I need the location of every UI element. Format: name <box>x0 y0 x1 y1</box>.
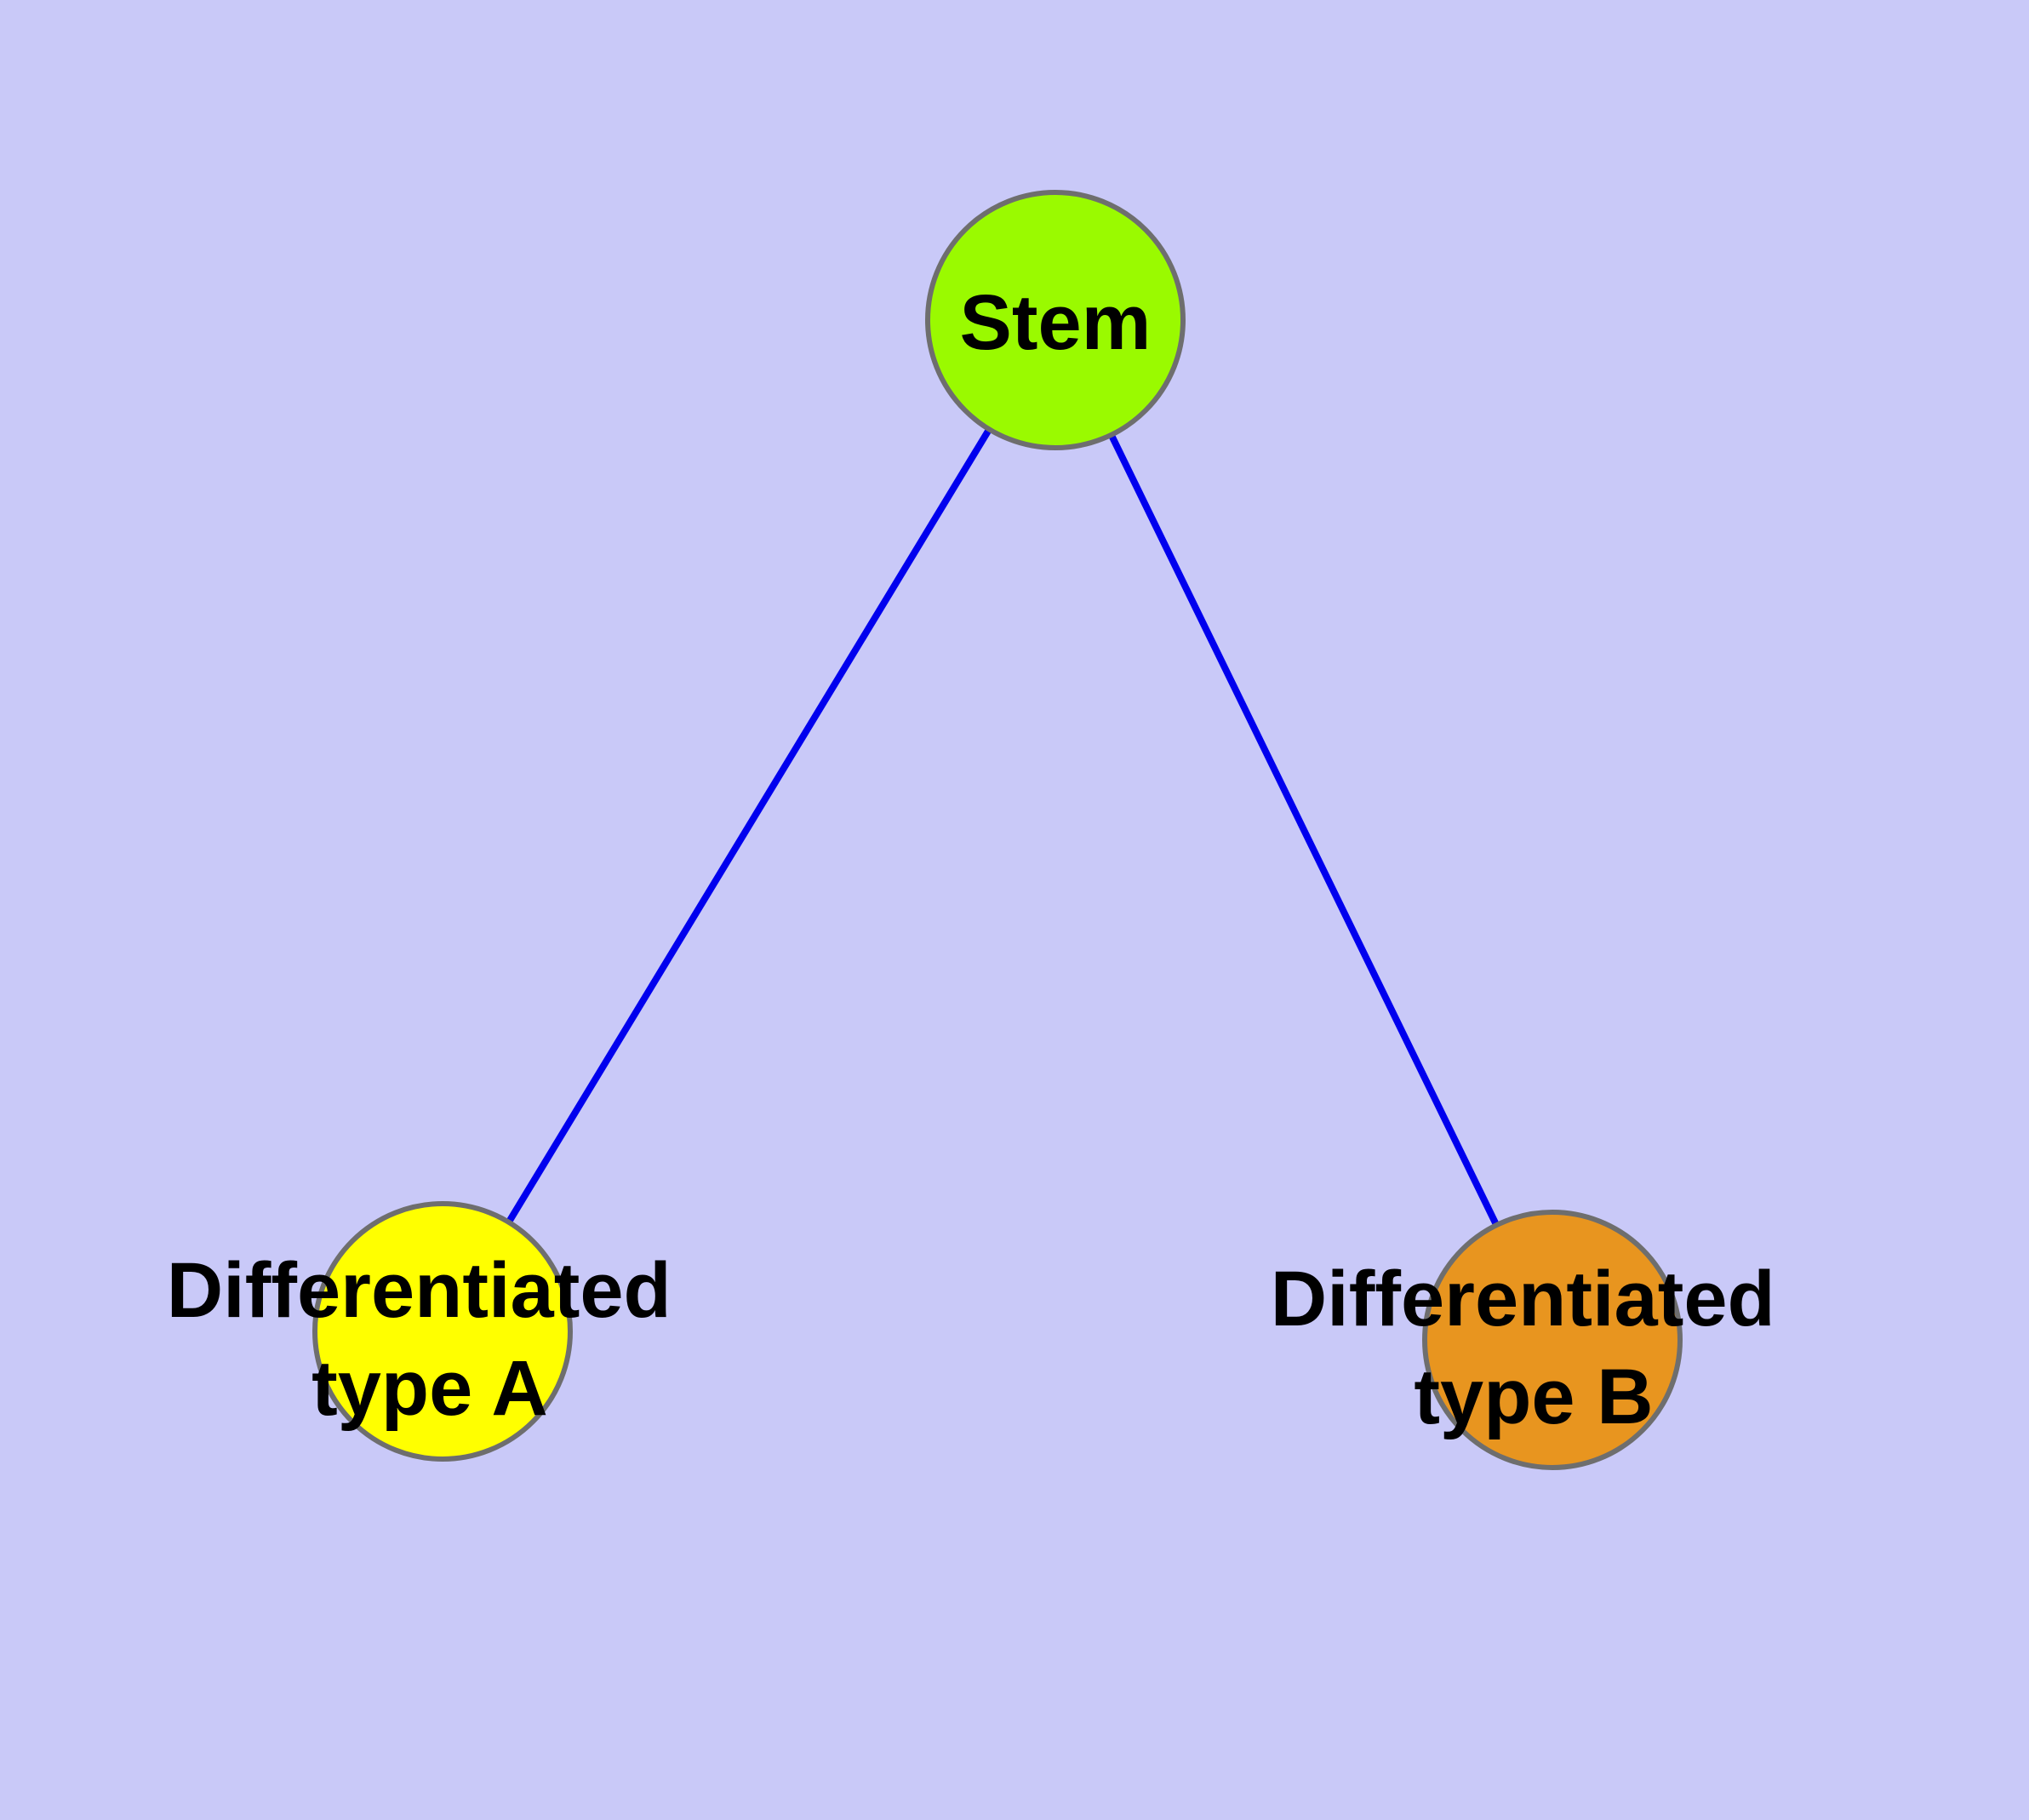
node-differentiated-type-a-label-line-1: Differentiated <box>167 1247 672 1334</box>
node-differentiated-type-b-label: Differentiated type B <box>1271 1256 1798 1440</box>
node-stem-label: Stem <box>960 279 1152 366</box>
node-differentiated-type-a-label: Differentiated type A <box>167 1247 694 1432</box>
node-differentiated-type-a-label-line-2: type A <box>311 1345 548 1432</box>
node-differentiated-type-b-label-line-2: type B <box>1414 1354 1653 1440</box>
node-stem: Stem <box>925 190 1186 450</box>
edge-stem-to-typeA <box>439 318 1059 1334</box>
node-differentiated-type-b-label-line-1: Differentiated <box>1271 1256 1775 1342</box>
node-stem-label-line-1: Stem <box>960 279 1152 366</box>
node-differentiated-type-b: Differentiated type B <box>1271 1210 1798 1470</box>
node-differentiated-type-a: Differentiated type A <box>167 1201 694 1462</box>
edge-stem-to-typeB <box>1052 318 1556 1342</box>
node-differentiated-type-b-circle <box>1422 1210 1683 1470</box>
node-stem-circle <box>925 190 1186 450</box>
node-differentiated-type-a-circle <box>312 1201 573 1462</box>
